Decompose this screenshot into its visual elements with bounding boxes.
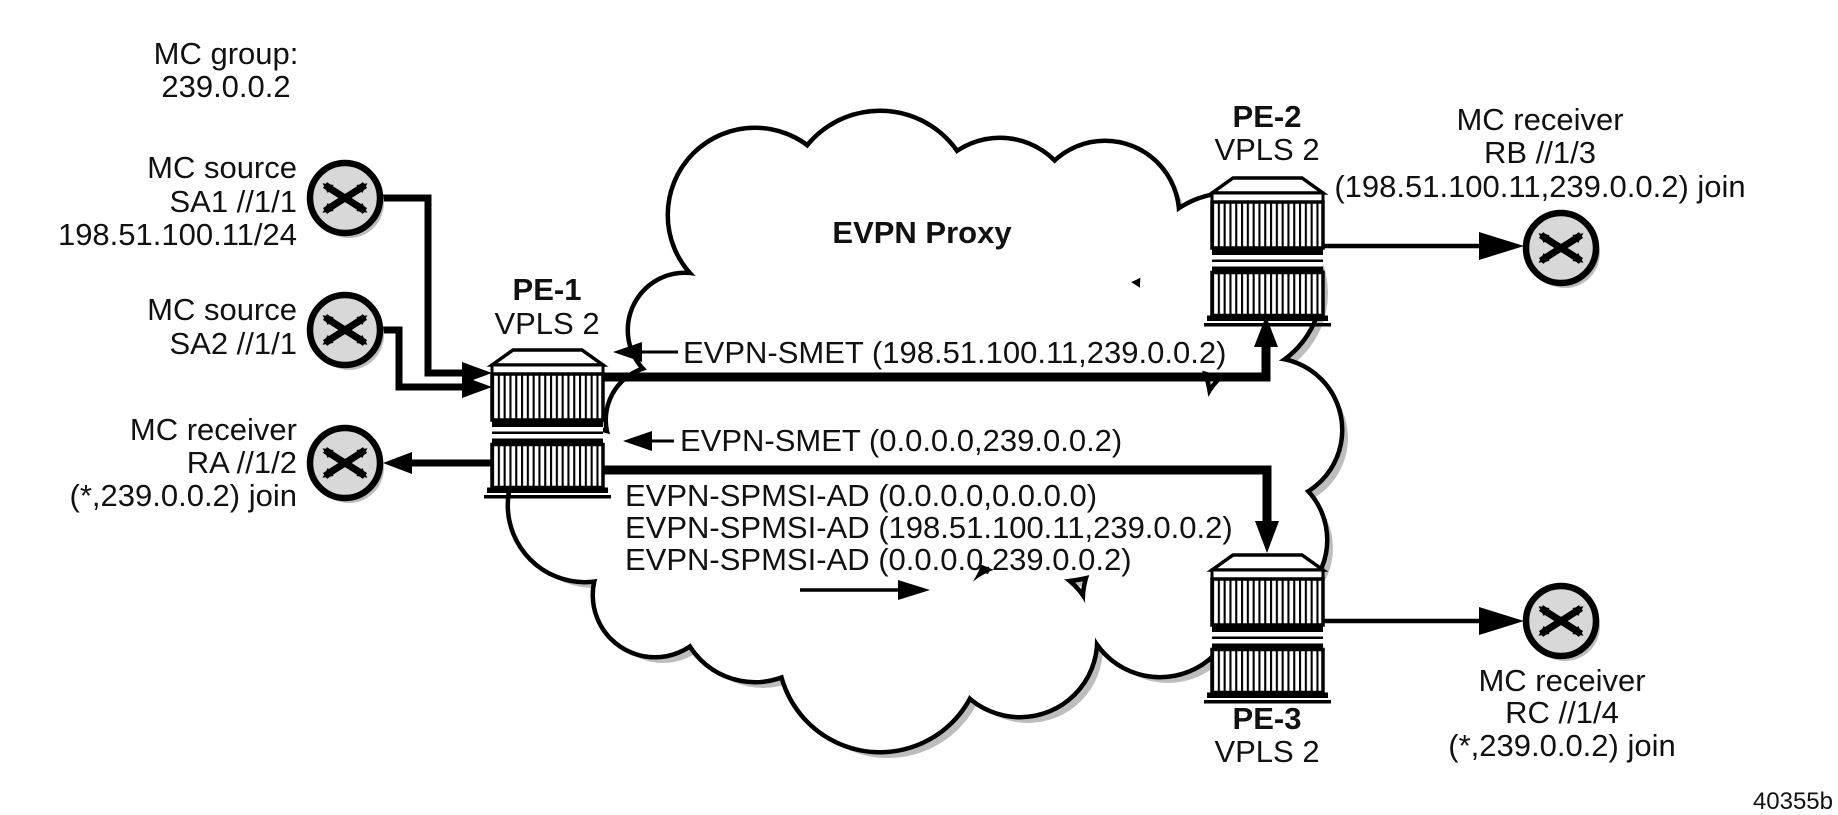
pe1-router-icon xyxy=(482,348,613,501)
cloud-label: EVPN Proxy xyxy=(832,215,1012,250)
smet-star-route-label: EVPN-SMET (0.0.0.0,239.0.0.2) xyxy=(680,423,1122,458)
spmsi-route-label-1: EVPN-SPMSI-AD (0.0.0.0,0.0.0.0) xyxy=(625,478,1097,513)
sa1-label-line3: 198.51.100.11/24 xyxy=(58,217,297,252)
spmsi-arrowhead xyxy=(898,580,930,600)
mc-receiver-rb-icon xyxy=(1526,213,1600,288)
pe2-to-rb-link xyxy=(1323,232,1524,260)
rc-label-line1: MC receiver xyxy=(1478,663,1645,698)
smet-source-arrowhead xyxy=(613,342,642,362)
sa1-arrowhead xyxy=(462,362,492,384)
pe2-service: VPLS 2 xyxy=(1214,132,1319,167)
smet-star-arrowhead xyxy=(623,431,652,451)
spmsi-route-label-2: EVPN-SPMSI-AD (198.51.100.11,239.0.0.2) xyxy=(625,510,1233,545)
rb-label-line3: (198.51.100.11,239.0.0.2) join xyxy=(1334,169,1745,204)
pe1-name: PE-1 xyxy=(513,272,582,307)
pe3-to-rc-link xyxy=(1323,607,1524,635)
smet-source-leader-arrow xyxy=(613,342,678,362)
rc-label-line2: RC //1/4 xyxy=(1505,695,1619,730)
ra-arrowhead xyxy=(383,452,412,474)
pe1-to-pe2-traffic-line xyxy=(602,316,1278,382)
pe2-name: PE-2 xyxy=(1233,99,1302,134)
ra-label-line2: RA //1/2 xyxy=(187,445,297,480)
pe3-arrowhead xyxy=(1255,521,1279,553)
spmsi-direction-arrow xyxy=(800,580,930,600)
smet-star-leader-arrow xyxy=(623,431,674,451)
rc-arrowhead xyxy=(1479,607,1524,635)
ra-label-line1: MC receiver xyxy=(130,412,297,447)
spmsi-route-label-3: EVPN-SPMSI-AD (0.0.0.0,239.0.0.2) xyxy=(625,542,1132,577)
sa1-to-pe1-link xyxy=(381,194,492,384)
pe2-arrowhead xyxy=(1254,316,1278,347)
pe1-service: VPLS 2 xyxy=(494,306,599,341)
mc-receiver-rc-icon xyxy=(1526,586,1600,661)
mc-receiver-ra-icon xyxy=(310,428,384,503)
sa1-label-line2: SA1 //1/1 xyxy=(169,184,297,219)
mc-source-sa2-icon xyxy=(310,295,384,370)
pe3-service: VPLS 2 xyxy=(1214,734,1319,769)
rb-label-line1: MC receiver xyxy=(1456,102,1623,137)
pe3-router-icon xyxy=(1202,553,1333,706)
mc-group-title: MC group: xyxy=(154,36,299,71)
sa2-label-line2: SA2 //1/1 xyxy=(169,326,297,361)
mc-group-address: 239.0.0.2 xyxy=(161,69,290,104)
mc-source-sa1-icon xyxy=(310,163,384,238)
pe1-to-pe3-traffic-line xyxy=(602,465,1279,553)
rc-label-line3: (*,239.0.0.2) join xyxy=(1448,728,1675,763)
pe3-name: PE-3 xyxy=(1233,701,1302,736)
rb-label-line2: RB //1/3 xyxy=(1484,135,1596,170)
pe1-to-ra-link xyxy=(383,452,492,474)
smet-source-route-label: EVPN-SMET (198.51.100.11,239.0.0.2) xyxy=(683,335,1226,370)
sa1-label-line1: MC source xyxy=(147,150,297,185)
sa2-to-pe1-link xyxy=(381,326,492,398)
ra-label-line3: (*,239.0.0.2) join xyxy=(70,478,297,513)
pe2-router-icon xyxy=(1202,176,1333,329)
sa2-arrowhead xyxy=(462,376,492,398)
rb-arrowhead xyxy=(1479,232,1524,260)
sa2-label-line1: MC source xyxy=(147,292,297,327)
figure-id: 40355b xyxy=(1753,788,1833,815)
